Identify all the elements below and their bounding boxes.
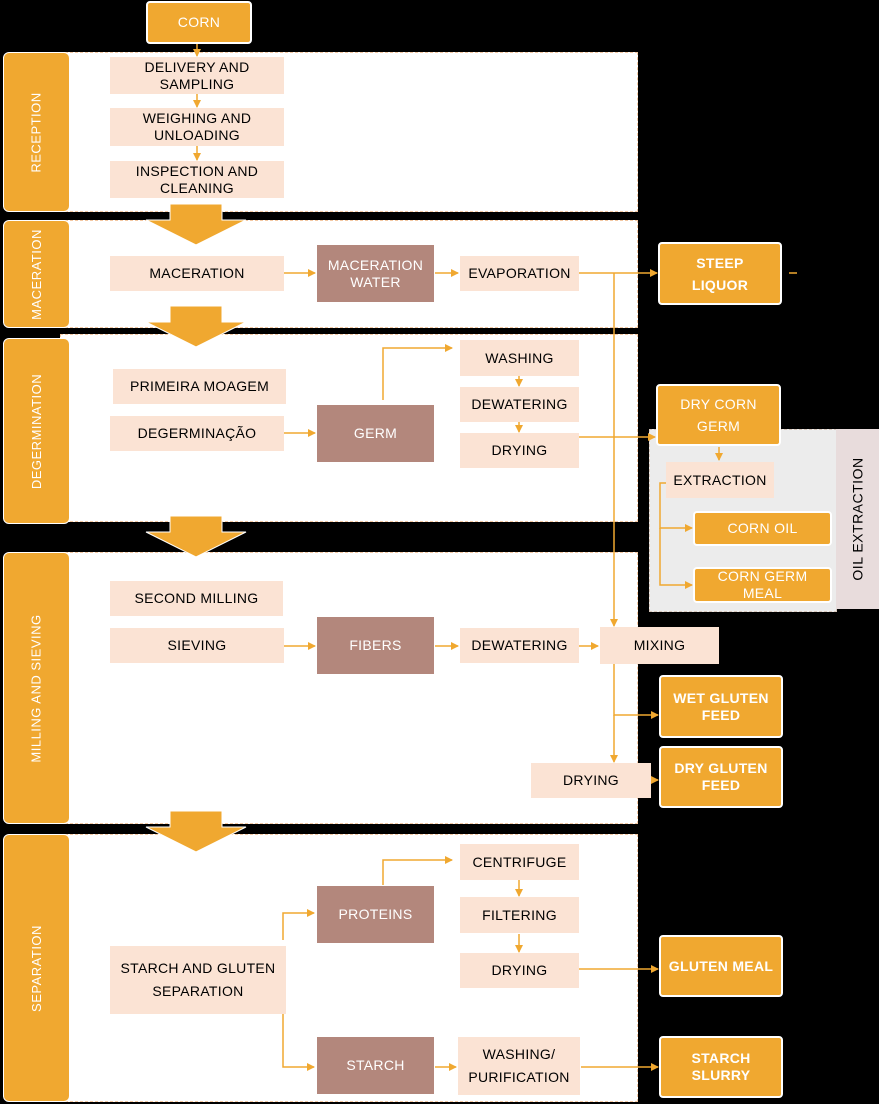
- dry-gluten-feed-label: DRY GLUTEN FEED: [674, 760, 768, 793]
- starch-slurry-box: STARCH SLURRY: [659, 1036, 783, 1098]
- stage-arrow-4: [145, 810, 247, 853]
- extraction-box: EXTRACTION: [666, 462, 774, 498]
- stage-arrow-2: [145, 305, 247, 348]
- stage-arrow-1: [145, 203, 247, 246]
- primeira-moagem-box: PRIMEIRA MOAGEM: [113, 369, 286, 404]
- dry-gluten-feed-box: DRY GLUTEN FEED: [659, 746, 783, 808]
- starch-gluten-separation-box: STARCH AND GLUTEN SEPARATION: [110, 946, 286, 1014]
- edge-proteins-centrifuge: [382, 856, 453, 885]
- second-milling-label: SECOND MILLING: [134, 590, 259, 606]
- edge-extraction-oil: [659, 482, 693, 532]
- degerm-drying-label: DRYING: [491, 442, 548, 458]
- corn-germ-meal-box: CORN GERM MEAL: [693, 567, 832, 603]
- inspection-cleaning-label: INSPECTION AND CLEANING: [135, 162, 259, 196]
- stage-tab-reception: RECEPTION: [3, 52, 70, 212]
- degerminacao-box: DEGERMINAÇÃO: [110, 416, 284, 451]
- maceration-label: MACERATION: [149, 265, 245, 281]
- washing-box: WASHING: [460, 340, 579, 376]
- edge-mixing-wet-gluten: [613, 664, 659, 719]
- mixing-box: MIXING: [600, 627, 719, 664]
- filtering-label: FILTERING: [482, 906, 557, 923]
- mixing-label: MIXING: [633, 637, 686, 653]
- germ-box: GERM: [317, 405, 434, 462]
- maceration-water-label: MACERATION WATER: [327, 256, 424, 290]
- weighing-unloading-label: WEIGHING AND UNLOADING: [142, 110, 252, 143]
- steep-liquor-box: STEEP LIQUOR: [658, 242, 782, 305]
- inspection-cleaning-box: INSPECTION AND CLEANING: [110, 161, 284, 198]
- starch-slurry-label: STARCH SLURRY: [691, 1050, 751, 1083]
- separation-drying-box: DRYING: [460, 953, 579, 988]
- stage-tab-milling-sieving: MILLING AND SIEVING: [3, 552, 70, 824]
- oil-extraction-tab: OIL EXTRACTION: [836, 429, 879, 609]
- wet-gluten-feed-label: WET GLUTEN FEED: [673, 689, 769, 723]
- primeira-moagem-label: PRIMEIRA MOAGEM: [129, 378, 270, 394]
- fibers-box: FIBERS: [317, 617, 434, 674]
- gluten-meal-box: GLUTEN MEAL: [659, 935, 783, 997]
- fibers-label: FIBERS: [349, 637, 402, 653]
- starch-gluten-separation-label: STARCH AND GLUTEN SEPARATION: [120, 960, 276, 999]
- proteins-label: PROTEINS: [338, 906, 413, 922]
- washing-purification-label: WASHING/ PURIFICATION: [468, 1046, 570, 1085]
- milling-drying-label: DRYING: [563, 772, 619, 788]
- edge-germ-washing: [382, 344, 453, 400]
- milling-dewatering-box: DEWATERING: [460, 628, 579, 663]
- germ-label: GERM: [353, 425, 398, 441]
- maceration-water-box: MACERATION WATER: [317, 245, 434, 302]
- milling-drying-box: DRYING: [531, 763, 651, 798]
- maceration-box: MACERATION: [110, 256, 284, 291]
- gluten-meal-label: GLUTEN MEAL: [668, 957, 774, 974]
- dry-corn-germ-box: DRY CORN GERM: [656, 384, 781, 446]
- delivery-sampling-label: DELIVERY AND SAMPLING: [144, 58, 250, 92]
- edge-separation-proteins: [282, 909, 315, 940]
- dry-corn-germ-label: DRY CORN GERM: [680, 396, 757, 434]
- weighing-unloading-box: WEIGHING AND UNLOADING: [110, 108, 284, 146]
- evaporation-box: EVAPORATION: [460, 256, 579, 291]
- extraction-label: EXTRACTION: [673, 471, 767, 488]
- degerminacao-label: DEGERMINAÇÃO: [137, 425, 257, 441]
- milling-dewatering-label: DEWATERING: [471, 637, 568, 653]
- starch-label: STARCH: [346, 1057, 405, 1073]
- steep-liquor-label: STEEP LIQUOR: [691, 254, 749, 293]
- stage-tab-maceration: MACERATION: [3, 220, 70, 328]
- degerm-dewatering-box: DEWATERING: [460, 387, 579, 422]
- corn-input-box: CORN: [146, 1, 252, 44]
- edge-separation-starch: [282, 1012, 315, 1071]
- separation-drying-label: DRYING: [491, 962, 548, 978]
- corn-oil-label: CORN OIL: [727, 520, 798, 536]
- washing-label: WASHING: [485, 349, 554, 366]
- washing-purification-box: WASHING/ PURIFICATION: [458, 1037, 580, 1095]
- corn-input-label: CORN: [177, 14, 221, 30]
- stage-tab-separation: SEPARATION: [3, 834, 70, 1102]
- corn-germ-meal-label: CORN GERM MEAL: [717, 568, 808, 601]
- degerm-dewatering-label: DEWATERING: [471, 396, 568, 412]
- stage-tab-degermination: DEGERMINATION: [3, 338, 70, 524]
- degerm-drying-box: DRYING: [460, 433, 579, 468]
- sieving-label: SIEVING: [167, 637, 227, 653]
- delivery-sampling-box: DELIVERY AND SAMPLING: [110, 57, 284, 94]
- starch-box: STARCH: [317, 1037, 434, 1094]
- centrifuge-label: CENTRIFUGE: [472, 853, 567, 870]
- sieving-box: SIEVING: [110, 628, 284, 663]
- corn-oil-box: CORN OIL: [693, 511, 832, 546]
- second-milling-box: SECOND MILLING: [110, 581, 283, 616]
- edge-extraction-meal: [659, 528, 693, 589]
- stage-arrow-3: [145, 515, 247, 558]
- centrifuge-box: CENTRIFUGE: [460, 844, 579, 880]
- proteins-box: PROTEINS: [317, 886, 434, 943]
- evaporation-label: EVAPORATION: [468, 265, 571, 281]
- filtering-box: FILTERING: [460, 897, 579, 933]
- wet-gluten-feed-box: WET GLUTEN FEED: [659, 675, 783, 738]
